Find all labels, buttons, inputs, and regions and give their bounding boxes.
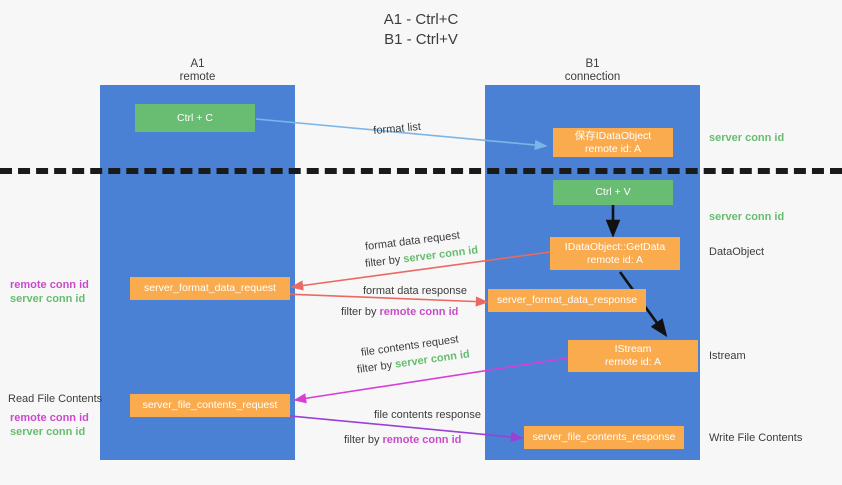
filter-prefix-3: filter by — [356, 358, 397, 377]
box-getdata-line1: IDataObject::GetData — [564, 240, 666, 253]
box-server-file-contents-request[interactable]: server_file_contents_request — [130, 394, 290, 417]
label-server-conn-id-top: server conn id — [709, 132, 785, 144]
column-a1-name: A1 — [190, 58, 205, 70]
left-stack-file-remote: remote conn id — [10, 412, 89, 424]
box-server-format-data-request[interactable]: server_format_data_request — [130, 277, 290, 300]
label-read-file-contents: Read File Contents — [8, 393, 103, 405]
label-file-contents-response: file contents response — [374, 409, 482, 421]
label-format-list: format list — [372, 120, 422, 138]
page-title: A1 - Ctrl+C B1 - Ctrl+V — [0, 10, 842, 50]
title-line-1: A1 - Ctrl+C — [383, 11, 459, 28]
column-header-a1: A1 remote — [130, 58, 265, 84]
filter-prefix-2: filter by — [341, 306, 380, 318]
label-file-contents-response-filter: filter by remote conn id — [344, 434, 461, 447]
box-server-format-data-response-label: server_format_data_response — [496, 294, 638, 306]
box-save-idataobject[interactable]: 保存IDataObject remote id: A — [553, 128, 673, 157]
filter-value-4: remote conn id — [382, 434, 462, 446]
label-write-file-contents: Write File Contents — [709, 432, 803, 444]
label-istream: Istream — [709, 350, 746, 362]
box-save-idataobject-line1: 保存IDataObject — [574, 129, 652, 142]
left-stack-file: remote conn id server conn id — [10, 411, 89, 439]
filter-prefix-4: filter by — [344, 434, 383, 446]
label-format-data-response-filter: filter by remote conn id — [341, 306, 458, 319]
left-stack-format-remote: remote conn id — [10, 279, 89, 291]
column-header-b1: B1 connection — [525, 58, 660, 84]
label-format-data-response: format data response — [363, 285, 467, 297]
box-server-format-data-response[interactable]: server_format_data_response — [488, 289, 646, 312]
box-istream[interactable]: IStream remote id: A — [568, 340, 698, 372]
box-istream-line2: remote id: A — [604, 356, 662, 368]
column-a1-sub: remote — [179, 71, 216, 83]
box-server-file-contents-response-label: server_file_contents_response — [532, 431, 676, 443]
filter-value-2: remote conn id — [379, 306, 459, 318]
label-dataobject: DataObject — [709, 246, 765, 258]
title-line-2: B1 - Ctrl+V — [384, 31, 458, 48]
left-stack-format: remote conn id server conn id — [10, 278, 89, 306]
filter-prefix-1: filter by — [364, 253, 405, 271]
column-b1-name: B1 — [585, 58, 600, 70]
left-stack-file-server: server conn id — [10, 426, 86, 438]
box-server-format-data-request-label: server_format_data_request — [144, 282, 276, 294]
box-save-idataobject-line2: remote id: A — [584, 142, 642, 155]
separator-dashed-line — [0, 168, 842, 174]
box-ctrl-v-label: Ctrl + V — [595, 186, 631, 198]
label-server-conn-id-mid: server conn id — [709, 211, 785, 223]
left-stack-format-server: server conn id — [10, 293, 86, 305]
box-istream-line1: IStream — [614, 343, 652, 355]
box-server-file-contents-request-label: server_file_contents_request — [142, 399, 278, 411]
column-b1-sub: connection — [564, 71, 621, 83]
box-idataobject-getdata[interactable]: IDataObject::GetData remote id: A — [550, 237, 680, 270]
box-getdata-line2: remote id: A — [586, 253, 644, 266]
box-ctrl-v[interactable]: Ctrl + V — [553, 180, 673, 205]
box-ctrl-c-label: Ctrl + C — [177, 111, 213, 124]
box-ctrl-c[interactable]: Ctrl + C — [135, 104, 255, 132]
box-server-file-contents-response[interactable]: server_file_contents_response — [524, 426, 684, 449]
